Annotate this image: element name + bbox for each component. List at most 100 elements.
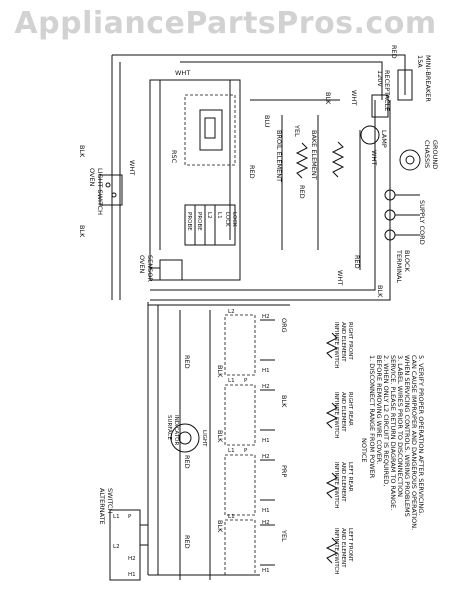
rsc-relay: [184, 94, 236, 166]
receptacle-label-1: 120V: [376, 70, 384, 87]
indicator-label-3: LIGHT: [201, 430, 207, 447]
switch-rr-wire: BLK: [280, 395, 288, 408]
supply-cord-label: SUPPLY CORD: [418, 200, 426, 245]
oven-sensor: [159, 259, 183, 281]
wire-label-red-broil: RED: [248, 165, 256, 179]
switch-lr-wire: PRP: [280, 465, 288, 477]
wire-label-wht-lamp: WHT: [370, 150, 378, 165]
lamp: [360, 125, 380, 145]
notice-line-7: CAN CAUSE IMPROPER AND DANGEROUS OPERATI…: [410, 355, 418, 530]
alt-l2: L2: [113, 544, 120, 550]
infinite-switch-right-rear: [224, 384, 339, 446]
oven-circuit: [99, 54, 421, 301]
bake-element-label: BAKE ELEMENT: [310, 130, 318, 180]
sw-rf-p: P: [244, 378, 248, 384]
infinite-switch-left-rear: [224, 454, 339, 516]
sw-rr-p: P: [244, 448, 248, 454]
chassis-ground: [399, 149, 421, 171]
switch-rr-caption-3: RIGHT REAR: [347, 392, 353, 426]
wire-label-blk-surface-2: BLK: [216, 430, 224, 443]
notice-line-1: 1. DISCONNECT RANGE FROM POWER: [368, 355, 376, 479]
alt-h1: H1: [128, 572, 136, 578]
notice-block: NOTICE 1. DISCONNECT RANGE FROM POWER BE…: [360, 355, 425, 530]
sw-rr-h1: H1: [262, 438, 270, 444]
wire-label-wht-supply: WHT: [336, 270, 344, 285]
switch-rf-wire: ORG: [280, 318, 288, 333]
watermark-logo: AppliancePartsPros.com: [14, 6, 437, 41]
mini-breaker: [397, 69, 413, 101]
wire-label-blu: BLU: [263, 115, 271, 128]
mini-breaker-label-2: MINI-BREAKER: [424, 55, 432, 102]
surface-circuit: [109, 302, 339, 581]
wire-label-red-surface-1: RED: [183, 355, 191, 369]
switch-lf-caption-3: LEFT FRONT: [347, 528, 353, 562]
surface-indicator-light: [170, 423, 200, 453]
notice-heading: NOTICE: [360, 438, 368, 463]
sw-rr-l1: L1: [228, 448, 235, 454]
switch-rf-caption-3: RIGHT FRONT: [347, 322, 353, 360]
rsc-terminal-l2: L2: [206, 212, 212, 219]
wire-label-wht-top: WHT: [175, 69, 190, 77]
rsc-label: RSC: [170, 150, 178, 164]
indicator-label-1: SURFACE: [166, 415, 172, 441]
alt-h2: H2: [128, 556, 136, 562]
sw-rf-l1: L1: [228, 378, 235, 384]
sw-rf-l2: L2: [228, 309, 235, 315]
mini-breaker-label-1: 15A: [416, 55, 424, 68]
notice-line-4: SERVICE. PLEASE RETURN DIAGRAM TO RANGE.: [389, 355, 397, 510]
broil-element-coil: [295, 142, 309, 179]
sw-lr-h2: H2: [262, 454, 270, 460]
terminal-block-label-2: BLOCK: [403, 250, 411, 273]
alternate-switch-label-1: ALTERNATE: [98, 488, 106, 525]
broil-element-label: BROIL ELEMENT: [275, 130, 283, 182]
wire-label-wht-right: WHT: [350, 90, 358, 105]
switch-lf-wire: YEL: [280, 529, 288, 542]
rsc-terminal-probe-1: PROBE: [186, 212, 192, 231]
oven-sensor-label-2: SENSOR: [146, 255, 154, 282]
oven-sensor-label-1: OVEN: [138, 255, 146, 274]
notice-line-8: 5. VERIFY PROPER OPERATION AFTER SERVICI…: [417, 355, 425, 515]
wire-label-red-surface-3: RED: [183, 535, 191, 549]
sw-lf-h1: H1: [262, 568, 270, 574]
rsc-terminal-l1: L1: [216, 212, 222, 219]
switch-rr-caption-2: AND ELEMENT: [340, 392, 346, 432]
oven-light-switch: [99, 174, 123, 206]
notice-line-6: WHEN SERVICING CONTROLS. WIRING PROBLEMS: [403, 355, 411, 517]
terminal-block-label-1: TERMINAL: [395, 249, 403, 283]
oven-light-switch-label-1: OVEN: [88, 168, 96, 187]
infinite-switch-left-front: [224, 519, 339, 576]
alt-p: P: [128, 514, 132, 520]
rsc-terminal-block: [184, 204, 236, 246]
sw-lr-h1: H1: [262, 508, 270, 514]
infinite-switch-right-front: [224, 314, 339, 376]
switch-rf-caption-1: INFINITE SWITCH: [333, 322, 339, 368]
wire-label-blk-supply: BLK: [376, 285, 384, 298]
receptacle: [371, 94, 389, 118]
indicator-label-2: INDICATOR: [173, 415, 179, 445]
sw-lf-h2: H2: [262, 520, 270, 526]
switch-lf-caption-1: INFINITE SWITCH: [333, 528, 339, 574]
wire-label-blk-left: BLK: [78, 145, 86, 158]
chassis-ground-label-2: GROUND: [431, 140, 439, 169]
rsc-terminal-probe-2: PROBE: [196, 212, 202, 231]
wire-label-blk-right: BLK: [324, 92, 332, 105]
switch-lr-caption-1: INFINITE SWITCH: [333, 462, 339, 508]
rsc-terminal-lock-2: LOCK: [231, 212, 237, 227]
wire-label-red-supply: RED: [353, 255, 361, 269]
notice-line-2: BEFORE REMOVING WIRE COVER.: [375, 355, 383, 464]
switch-rr-caption-1: INFINITE SWITCH: [333, 392, 339, 438]
switch-rf-caption-2: AND ELEMENT: [340, 322, 346, 362]
sw-lr-l1: L1: [228, 514, 235, 520]
chassis-ground-label-1: CHASSIS: [423, 140, 431, 168]
oven-light-switch-label-2: LIGHT SWITCH: [96, 168, 104, 215]
switch-lr-caption-2: AND ELEMENT: [340, 462, 346, 502]
terminal-block: [384, 189, 420, 241]
notice-line-5: 3. LABEL WIRES PRIOR TO DISCONNECTION: [396, 355, 404, 497]
notice-line-3: 2. WHEN ONLY L2 CIRCUIT IS REQUIRED,: [382, 355, 390, 486]
sw-rf-h1: H1: [262, 368, 270, 374]
wire-label-red-surface-2: RED: [183, 455, 191, 469]
wire-label-blk-surface-3: BLK: [216, 520, 224, 533]
receptacle-label-2: RECEPTACLE: [383, 70, 391, 111]
wire-label-red-bake: RED: [298, 185, 306, 199]
